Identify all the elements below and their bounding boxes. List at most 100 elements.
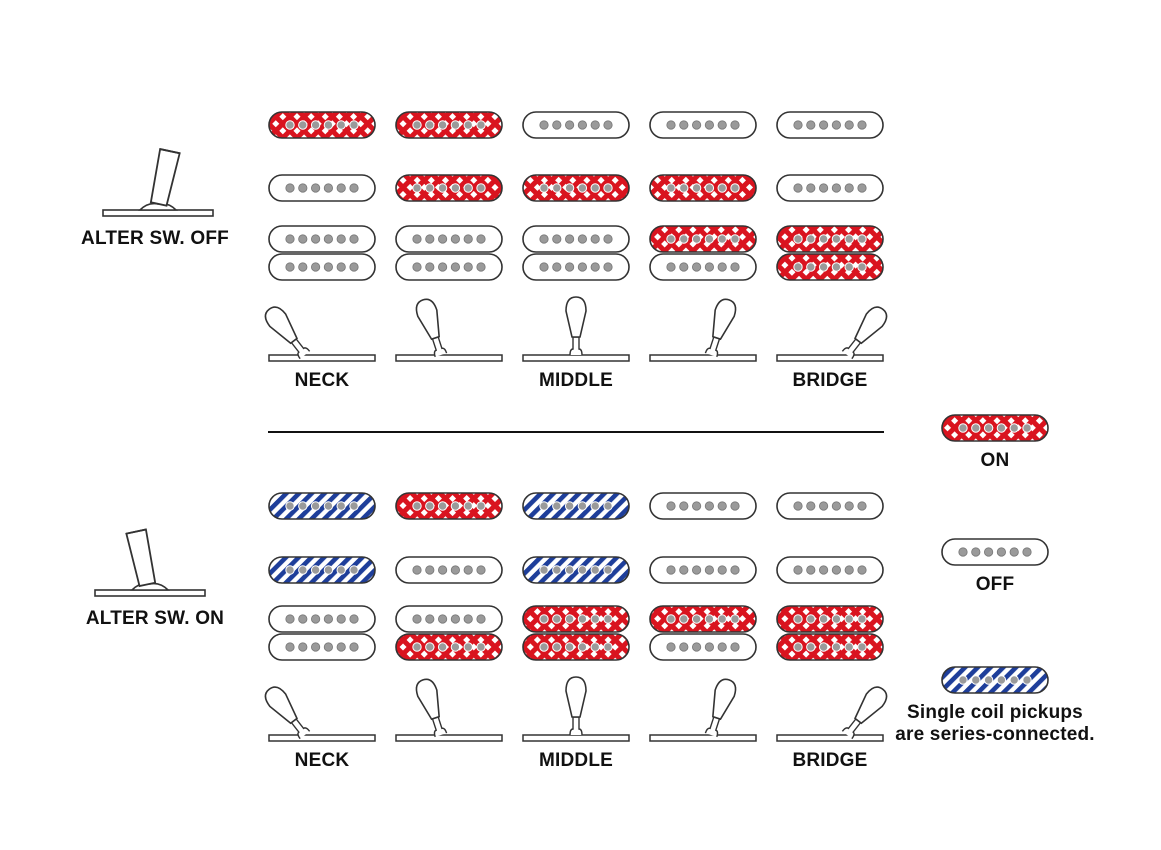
section-alter-off: ALTER SW. OFF NECK MIDDLE BRIDGE (81, 111, 888, 391)
pole-piece (564, 262, 575, 272)
humbucker-lower-coil (395, 253, 503, 281)
pickup-body (522, 492, 630, 520)
pole-piece (552, 234, 562, 244)
pole-piece (450, 234, 460, 244)
pole-piece (818, 120, 829, 130)
pole-piece (577, 234, 588, 244)
pickup-body (649, 492, 757, 520)
pole-piece (1022, 423, 1032, 433)
pickup-body (649, 111, 757, 139)
pickup-body (776, 556, 884, 584)
pole-piece (590, 642, 600, 652)
pole-piece (679, 262, 689, 272)
pickup-body (649, 174, 757, 202)
pole-piece (349, 565, 359, 575)
pole-piece (590, 565, 600, 575)
pole-piece (831, 262, 842, 272)
pickup-row-2 (268, 556, 884, 584)
pole-piece (958, 423, 968, 433)
pole-piece (793, 120, 803, 130)
single-coil-pickup (649, 556, 757, 584)
pole-piece (717, 262, 727, 272)
pole-piece (336, 262, 346, 272)
alter-on-selector-positions (264, 676, 888, 742)
pole-piece (476, 565, 486, 575)
alter-off-toggle-icon (102, 147, 214, 217)
pole-piece (285, 614, 295, 624)
pole-piece (298, 120, 308, 130)
pole-piece (666, 183, 676, 193)
pole-piece (666, 120, 676, 130)
pole-piece (666, 501, 676, 511)
single-coil-pickup (649, 111, 757, 139)
humbucker-lower-coil (395, 633, 503, 661)
pole-piece (603, 501, 613, 511)
legend-series-swatch (941, 666, 1049, 694)
pickup-body (268, 253, 376, 281)
humbucker-upper-coil (649, 225, 757, 253)
pole-piece (323, 183, 333, 193)
pole-piece (958, 675, 968, 685)
pole-piece (806, 642, 816, 652)
pickup-body (649, 633, 757, 661)
pickup-body (395, 492, 503, 520)
pickup-body (941, 414, 1049, 442)
pole-piece (806, 565, 816, 575)
pole-piece (539, 262, 549, 272)
pickup-body (941, 538, 1049, 566)
position-label-middle: MIDDLE (539, 370, 613, 391)
pole-piece (806, 120, 816, 130)
pole-piece (844, 120, 854, 130)
pole-piece (717, 120, 727, 130)
pole-piece (730, 642, 740, 652)
pickup-body (522, 174, 630, 202)
alter-on-pickup-grid (268, 492, 884, 661)
pickup-body (268, 556, 376, 584)
pole-piece (857, 234, 867, 244)
pole-piece (450, 501, 461, 511)
pole-piece (564, 120, 575, 130)
pickup-body (395, 253, 503, 281)
pole-piece (425, 234, 435, 244)
pole-piece (793, 234, 803, 244)
pole-piece (450, 183, 461, 193)
pole-piece (857, 183, 867, 193)
single-coil-pickup (395, 111, 503, 139)
pole-piece (806, 501, 816, 511)
humbucker-lower-coil (268, 633, 376, 661)
pickup-body (268, 225, 376, 253)
pole-piece (691, 642, 702, 652)
pole-piece (704, 120, 715, 130)
pole-piece (285, 183, 295, 193)
pole-piece (1009, 675, 1019, 685)
alter-on-label: ALTER SW. ON (86, 608, 224, 629)
single-coil-pickup (522, 174, 630, 202)
pole-piece (844, 183, 854, 193)
pickup-body (649, 253, 757, 281)
pole-piece (730, 565, 740, 575)
pole-piece (463, 614, 473, 624)
pole-piece (298, 183, 308, 193)
position-label-middle: MIDDLE (539, 750, 613, 771)
pickup-body (268, 633, 376, 661)
humbucker-upper-coil (649, 605, 757, 633)
pole-piece (577, 262, 588, 272)
pole-piece (349, 642, 359, 652)
pole-piece (603, 120, 613, 130)
pole-piece (476, 642, 486, 652)
humbucker-lower-coil (776, 633, 884, 661)
selector-switch-icon (776, 686, 888, 742)
pole-piece (844, 642, 854, 652)
pole-piece (717, 642, 727, 652)
pole-piece (310, 120, 321, 130)
pickup-row-1 (268, 492, 884, 520)
pole-piece (564, 234, 575, 244)
single-coil-pickup (268, 492, 376, 520)
pole-piece (310, 501, 321, 511)
pickup-body (522, 605, 630, 633)
pickup-body (776, 174, 884, 202)
pole-piece (793, 262, 803, 272)
pole-piece (539, 183, 549, 193)
pole-piece (349, 183, 359, 193)
pole-piece (818, 501, 829, 511)
